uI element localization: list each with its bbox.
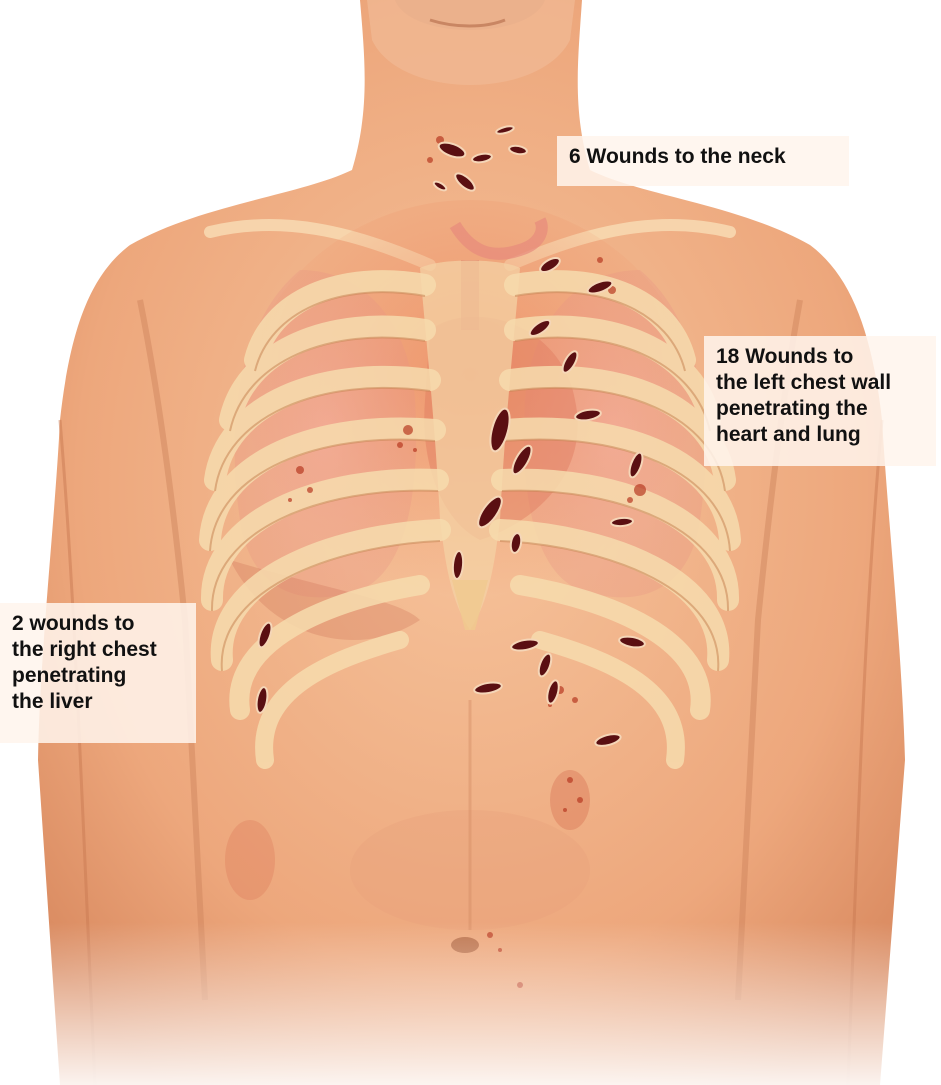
label-line: heart and lung <box>716 422 924 448</box>
label-line: 2 wounds to <box>12 611 184 637</box>
label-line: the left chest wall <box>716 370 924 396</box>
label-line: the liver <box>12 689 184 715</box>
label-line: the right chest <box>12 637 184 663</box>
left-chest-wounds-label: 18 Wounds to the left chest wall penetra… <box>704 336 936 466</box>
label-line: penetrating <box>12 663 184 689</box>
label-line: penetrating the <box>716 396 924 422</box>
label-line: 18 Wounds to <box>716 344 924 370</box>
neck-wounds-label: 6 Wounds to the neck <box>557 136 849 186</box>
right-chest-wounds-label: 2 wounds to the right chest penetrating … <box>0 603 196 743</box>
label-line: 6 Wounds to the neck <box>569 144 837 170</box>
